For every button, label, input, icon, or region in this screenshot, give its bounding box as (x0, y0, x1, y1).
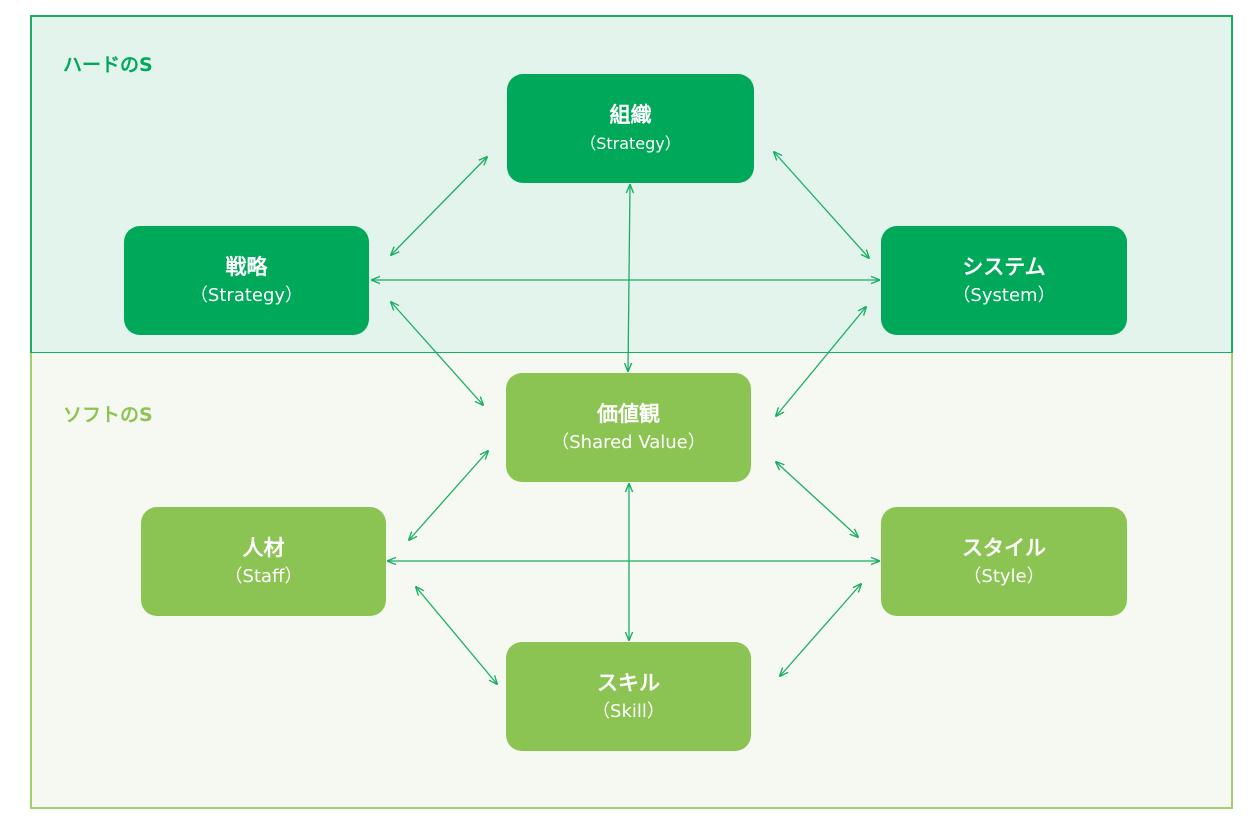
node-subtitle: （Style） (963, 565, 1045, 587)
soft-s-label: ソフトのS (63, 404, 153, 426)
node-title: スキル (597, 670, 660, 695)
node-structure: 組織 （Strategy） (507, 74, 754, 183)
node-skill: スキル （Skill） (506, 642, 751, 751)
node-title: スタイル (962, 535, 1046, 560)
node-title: 人材 (242, 535, 285, 560)
arrow-staff-skill (416, 587, 497, 684)
arrow-style-skill (780, 584, 861, 676)
node-strategy: 戦略 （Strategy） (124, 226, 369, 335)
node-subtitle: （Skill） (592, 700, 665, 722)
node-staff: 人材 （Staff） (141, 507, 386, 616)
hard-s-label: ハードのS (63, 54, 153, 76)
node-subtitle: （Staff） (224, 565, 303, 587)
arrow-structure-strategy (391, 157, 487, 255)
node-title: 戦略 (225, 254, 268, 279)
arrow-shared-value-style (776, 462, 858, 537)
node-title: システム (962, 254, 1046, 279)
node-shared-value: 価値観 （Shared Value） (506, 373, 751, 482)
node-subtitle: （System） (952, 284, 1056, 306)
arrow-structure-system (774, 152, 869, 258)
node-subtitle: （Shared Value） (551, 431, 706, 453)
node-title: 価値観 (597, 401, 660, 426)
arrow-system-shared-value (776, 307, 866, 416)
node-title: 組織 (609, 102, 652, 127)
node-subtitle: （Strategy） (580, 133, 681, 153)
arrow-structure-shared-value (628, 185, 630, 371)
node-style: スタイル （Style） (881, 507, 1127, 616)
arrow-strategy-shared-value (391, 302, 483, 405)
node-subtitle: （Strategy） (189, 284, 304, 306)
arrow-shared-value-staff (409, 451, 488, 540)
node-system: システム （System） (881, 226, 1127, 335)
